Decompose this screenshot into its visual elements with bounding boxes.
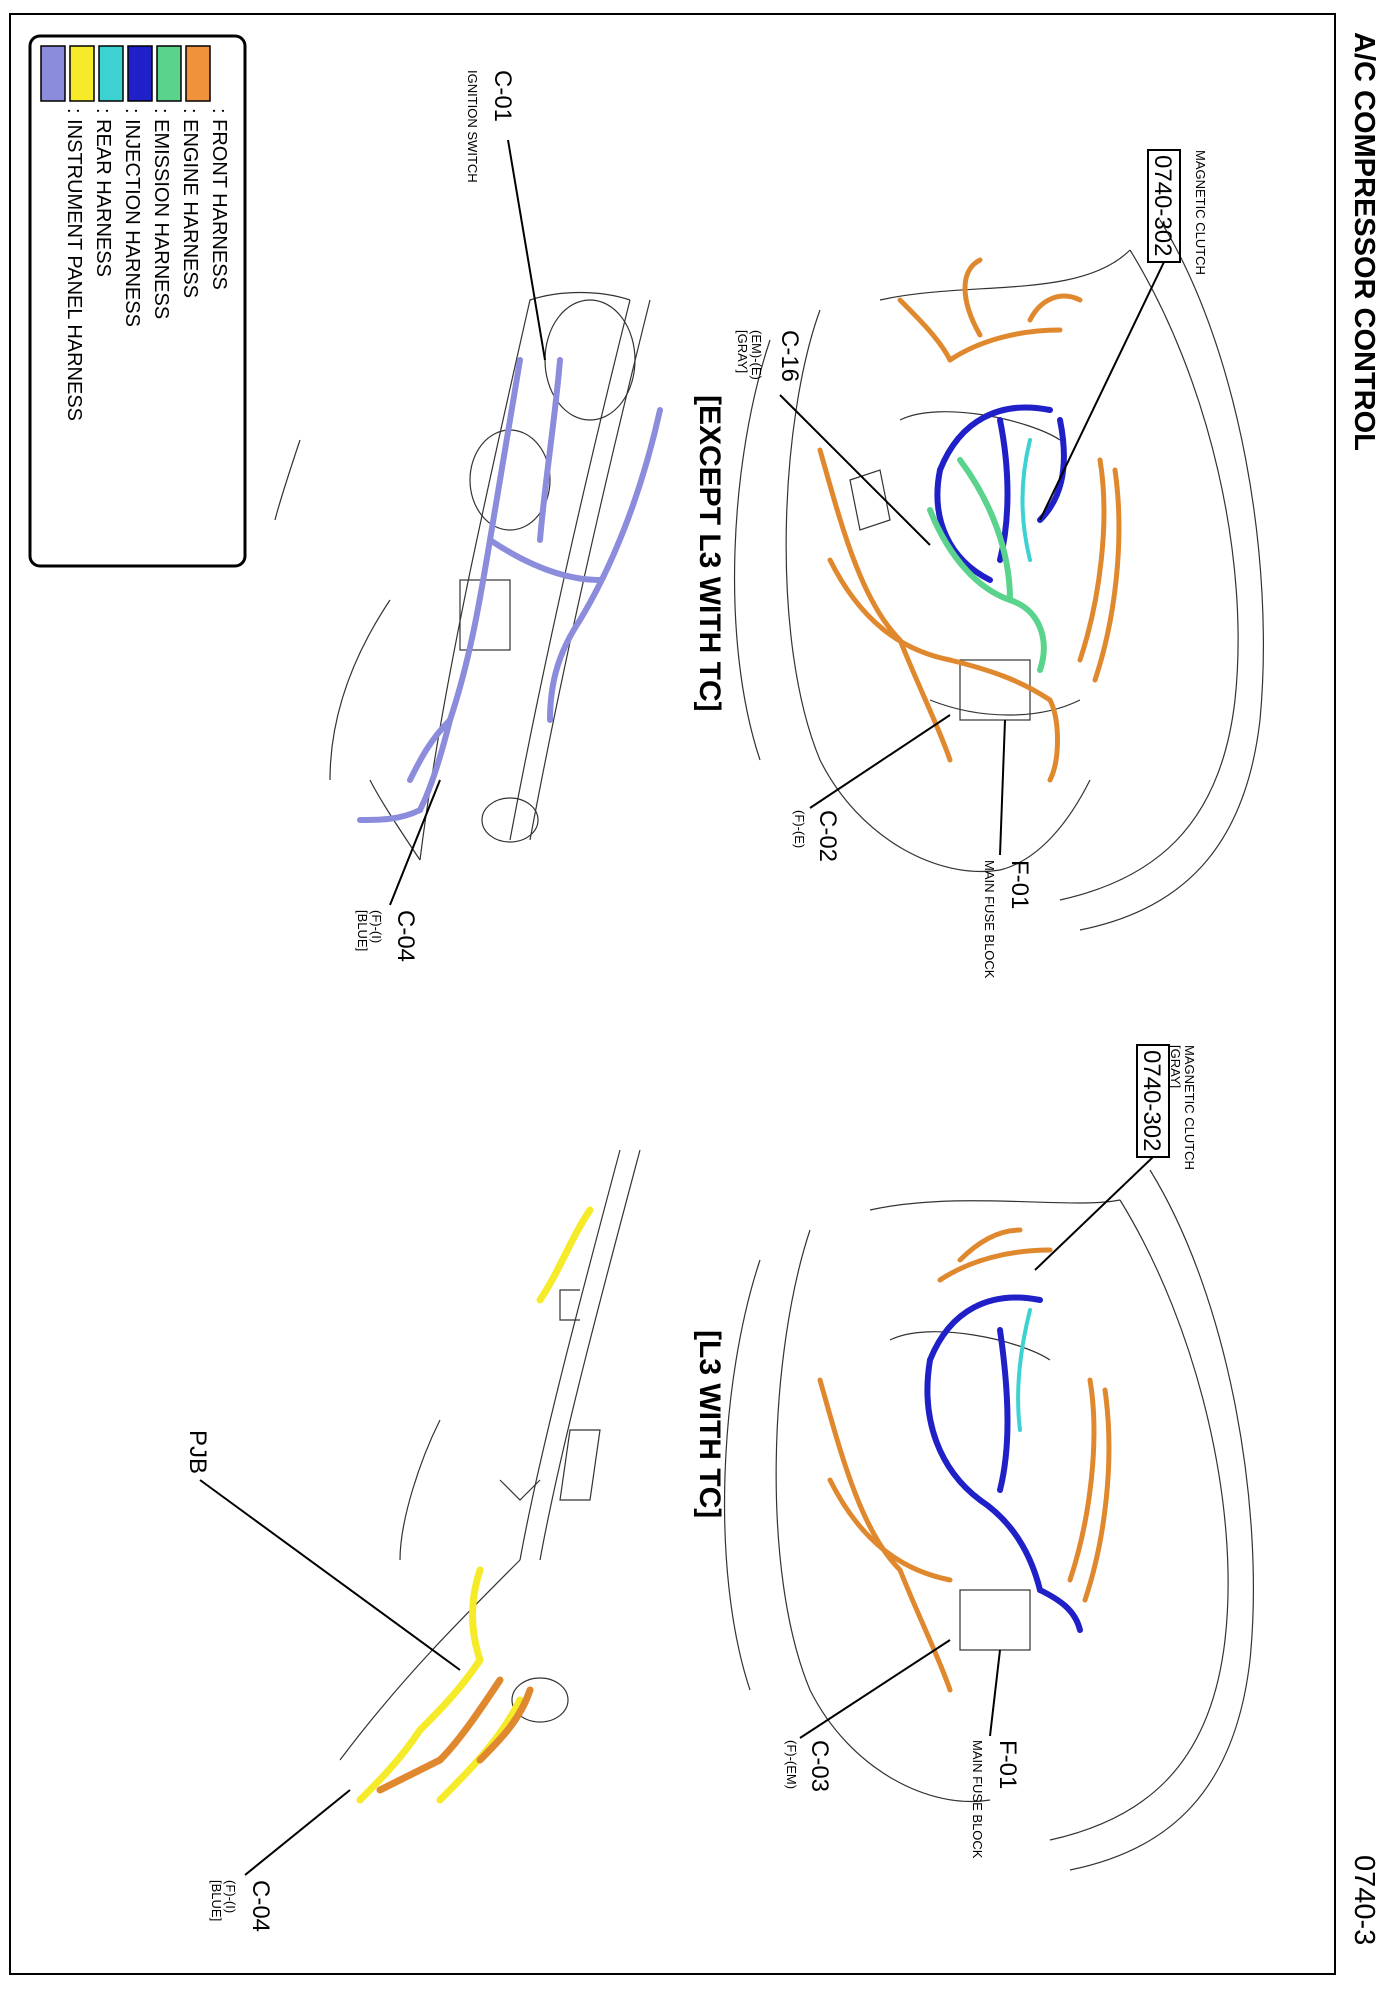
c02-sub: (F)-(E) — [792, 810, 807, 848]
c03-code: C-03 — [806, 1740, 833, 1792]
f01-code-l3: F-01 — [994, 1740, 1021, 1789]
label-c04-l3: C-04 (F)-(I) [BLUE] — [209, 1789, 351, 1932]
emission-harness-wires-except — [934, 404, 1067, 583]
mag-clutch-text-l3: MAGNETIC CLUTCH — [1182, 1045, 1197, 1170]
label-c03: C-03 (F)-(EM) — [784, 1639, 951, 1792]
c16-sub1: (EM)-(E) — [749, 330, 764, 380]
label-c04-except: C-04 (F)-(I) [BLUE] — [355, 779, 441, 962]
instrument-panel-harness-wires — [357, 357, 663, 823]
front-harness-wires-except — [817, 257, 1122, 783]
ref-box-text-l3: 0740-302 — [1138, 1050, 1165, 1151]
instrument-panel-illustration — [274, 291, 651, 861]
c04-code-l3: C-04 — [247, 1880, 274, 1932]
ref-box-text-except: 0740-302 — [1149, 155, 1176, 256]
legend-front-harness: : FRONT HARNESS — [208, 108, 230, 290]
legend-instrument-panel-harness: : INSTRUMENT PANEL HARNESS — [63, 108, 85, 421]
c03-sub: (F)-(EM) — [784, 1740, 799, 1789]
c04-code-except: C-04 — [392, 910, 419, 962]
label-magnetic-clutch-l3: 0740-302 MAGNETIC CLUTCH [GRAY] — [1034, 1044, 1197, 1271]
legend: : FRONT HARNESS : ENGINE HARNESS : EMISS… — [28, 34, 247, 568]
rear-area-illustration — [339, 1149, 641, 1761]
injection-harness-wires-l3 — [1016, 1308, 1032, 1432]
label-f01-l3: F-01 MAIN FUSE BLOCK — [970, 1649, 1021, 1859]
engine-bay-illustration-except — [733, 219, 1264, 931]
legend-engine-harness: : ENGINE HARNESS — [179, 108, 201, 298]
front-harness-wires-rear — [376, 1676, 534, 1794]
mag-clutch-text-except: MAGNETIC CLUTCH — [1193, 150, 1208, 275]
legend-swatch — [40, 45, 66, 102]
label-c02: C-02 (F)-(E) — [792, 714, 951, 862]
injection-harness-wires-except — [1020, 438, 1032, 562]
legend-swatch — [98, 45, 124, 102]
legend-swatch — [185, 45, 211, 102]
legend-emission-harness: : EMISSION HARNESS — [150, 108, 172, 319]
legend-swatch — [69, 45, 95, 102]
c02-code: C-02 — [814, 810, 841, 862]
f01-code-except: F-01 — [1006, 860, 1033, 909]
front-harness-wires-l3 — [817, 1227, 1112, 1693]
page-number: 0740-3 — [1348, 1855, 1380, 1945]
c01-sub: IGNITION SWITCH — [465, 70, 480, 183]
label-f01-except: F-01 MAIN FUSE BLOCK — [982, 719, 1033, 979]
c04-sub2-l3: [BLUE] — [209, 1880, 224, 1921]
c04-sub2-except: [BLUE] — [355, 910, 370, 951]
label-c16: C-16 (EM)-(E) [GRAY] — [735, 330, 931, 546]
mag-clutch-sub-l3: [GRAY] — [1168, 1045, 1183, 1088]
pjb-text: PJB — [184, 1430, 211, 1474]
c16-sub2: [GRAY] — [735, 330, 750, 373]
f01-sub-l3: MAIN FUSE BLOCK — [970, 1740, 985, 1859]
legend-swatch — [156, 45, 182, 102]
engine-harness-wires-except — [927, 457, 1047, 673]
page-border — [9, 13, 1336, 1975]
c01-code: C-01 — [489, 70, 516, 122]
page-title: A/C COMPRESSOR CONTROL — [1348, 32, 1380, 451]
legend-swatch — [127, 45, 153, 102]
legend-injection-harness: : INJECTION HARNESS — [121, 108, 143, 327]
heading-except: [EXCEPT L3 WITH TC] — [693, 395, 726, 712]
engine-bay-illustration-l3 — [723, 1169, 1254, 1871]
f01-sub-except: MAIN FUSE BLOCK — [982, 860, 997, 979]
c04-sub1-except: (F)-(I) — [369, 910, 384, 943]
legend-rear-harness: : REAR HARNESS — [92, 108, 114, 277]
c16-code: C-16 — [776, 330, 803, 382]
label-magnetic-clutch-except: 0740-302 MAGNETIC CLUTCH — [1039, 149, 1208, 521]
label-c01: C-01 IGNITION SWITCH — [465, 70, 546, 361]
label-pjb: PJB — [184, 1430, 461, 1671]
heading-l3: [L3 WITH TC] — [693, 1330, 726, 1518]
emission-harness-wires-l3 — [924, 1294, 1083, 1633]
c04-sub1-l3: (F)-(I) — [223, 1880, 238, 1913]
